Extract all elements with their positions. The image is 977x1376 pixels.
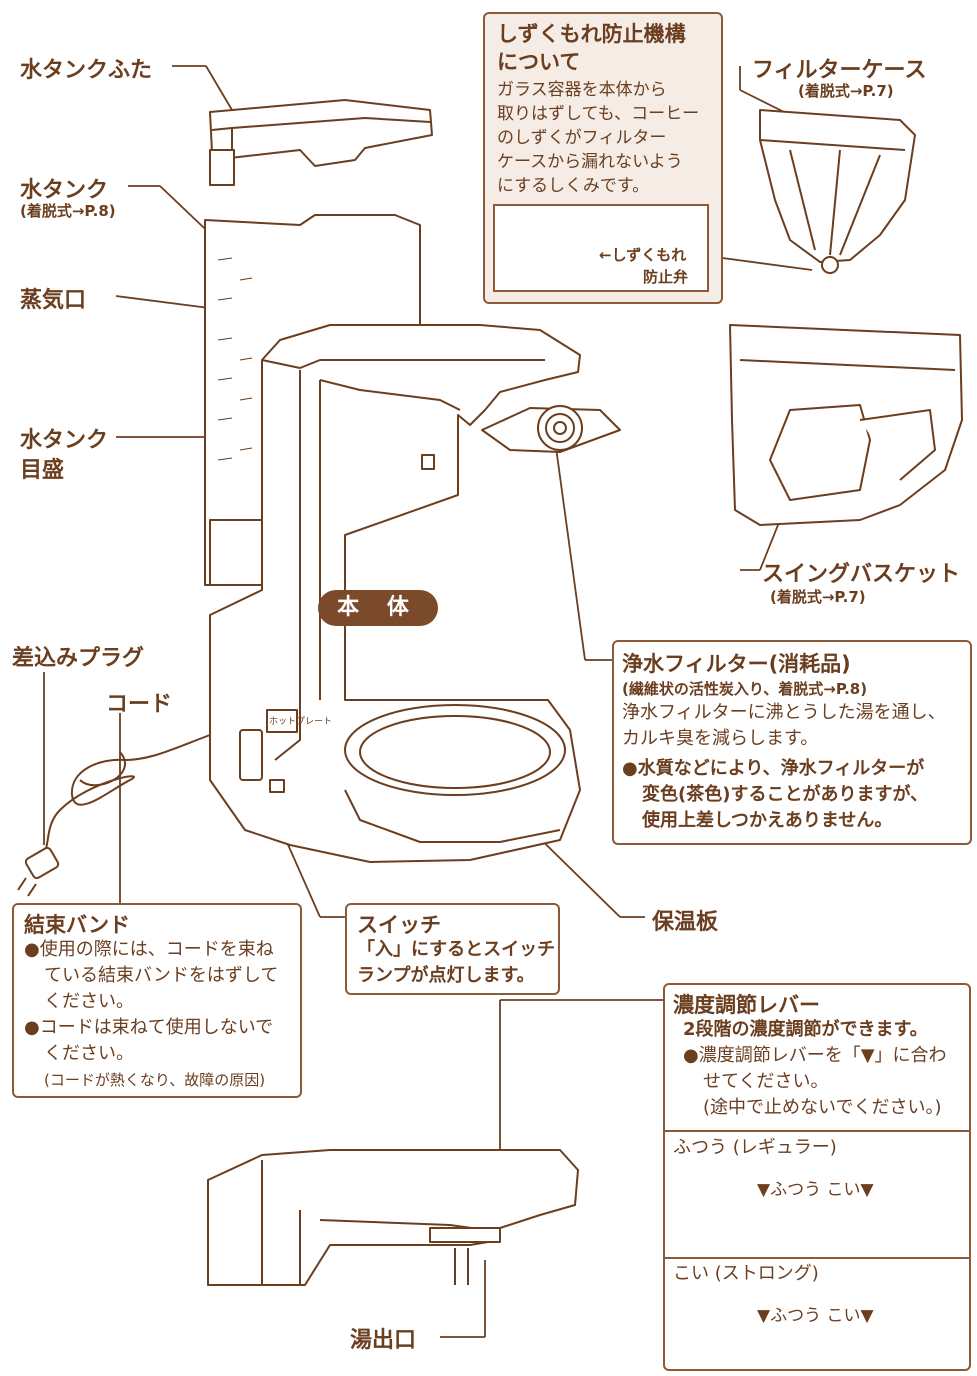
drip-box-title-1: しずくもれ防止機構: [497, 22, 686, 46]
switch-box: スイッチ 「入」にするとスイッチ ランプが点灯します。: [345, 903, 560, 995]
filter-box-sub: (繊維状の活性炭入り、着脱式→P.8): [622, 680, 868, 698]
lever-box-sub: 2段階の濃度調節ができます。: [683, 1019, 928, 1040]
spout-closeup-drawing: [207, 1149, 579, 1286]
water-tank-sub-label: (着脱式→P.8): [20, 202, 116, 220]
swing-basket-label: スイングバスケット: [762, 562, 961, 587]
drip-valve-label-1: ←しずくもれ: [599, 246, 687, 264]
swing-basket-sub-label: (着脱式→P.7): [770, 588, 866, 606]
lever-regular-title: ふつう (レギュラー): [673, 1137, 837, 1158]
panel-text: ホットプレート: [269, 717, 333, 727]
switch-box-text: 「入」にするとスイッチ ランプが点灯します。: [357, 939, 556, 986]
warming-plate-label: 保温板: [652, 910, 719, 935]
lever-box-title: 濃度調節レバー: [673, 993, 820, 1017]
water-tank-scale-label-2: 目盛: [20, 458, 65, 483]
water-tank-lid-label: 水タンクふた: [20, 58, 153, 83]
drip-box-title-2: について: [497, 50, 581, 74]
drip-prevention-box: しずくもれ防止機構 について ガラス容器を本体から 取りはずしても、コーヒー の…: [483, 12, 723, 304]
binding-band-box: 結束バンド ●使用の際には、コードを束ね ている結束バンドをはずして ください。…: [12, 903, 302, 1098]
filter-case-label: フィルターケース: [752, 58, 927, 83]
steam-port-label: 蒸気口: [20, 288, 87, 313]
band-box-bullet-2: ●コードは束ねて使用しないで ください。: [24, 1017, 274, 1064]
switch-box-title: スイッチ: [357, 913, 441, 937]
band-box-note: (コードが熱くなり、故障の原因): [44, 1071, 266, 1089]
lever-strong-title: こい (ストロング): [673, 1263, 819, 1284]
band-box-title: 結束バンド: [24, 913, 131, 937]
cord-label: コード: [106, 692, 173, 717]
water-tank-lid-drawing: [209, 99, 433, 186]
drip-valve-label-2: 防止弁: [643, 268, 689, 286]
lever-regular-dial-text: ▼ふつう こい▼: [757, 1180, 874, 1200]
filter-box-text: 浄水フィルターに沸とうした湯を通し、 カルキ臭を減らします。: [622, 702, 946, 749]
filter-case-sub-label: (着脱式→P.7): [798, 82, 894, 100]
tank-scale-marks: [217, 257, 253, 461]
filter-box-note: ●水質などにより、浄水フィルターが 変色(茶色)することがありますが、 使用上差…: [622, 758, 929, 831]
main-body-badge: 本 体: [318, 590, 438, 626]
drip-valve-inset: ←しずくもれ 防止弁: [493, 204, 709, 292]
water-tank-scale-label-1: 水タンク: [20, 428, 109, 453]
cord-drawing: [17, 734, 211, 897]
swing-basket-drawing: [729, 324, 963, 526]
filter-box-title: 浄水フィルター(消耗品): [622, 652, 851, 676]
filter-case-drawing: [759, 109, 916, 274]
lever-strong-dial-text: ▼ふつう こい▼: [757, 1306, 874, 1326]
main-body-drawing: [209, 324, 581, 863]
water-tank-label: 水タンク: [20, 178, 109, 203]
water-filter-drawing: [481, 405, 621, 453]
strength-lever-box: 濃度調節レバー 2段階の濃度調節ができます。 ●濃度調節レバーを「▼」に合わ せ…: [663, 983, 971, 1371]
plug-label: 差込みプラグ: [12, 646, 145, 671]
band-box-bullet-1: ●使用の際には、コードを束ね ている結束バンドをはずして ください。: [24, 939, 279, 1012]
water-filter-box: 浄水フィルター(消耗品) (繊維状の活性炭入り、着脱式→P.8) 浄水フィルター…: [612, 640, 972, 845]
spout-label: 湯出口: [350, 1328, 417, 1353]
lever-box-text: ●濃度調節レバーを「▼」に合わ せてください。 (途中で止めないでください。): [683, 1045, 947, 1118]
lever-divider-2: [665, 1257, 969, 1259]
lever-divider-1: [665, 1130, 969, 1132]
drip-box-text: ガラス容器を本体から 取りはずしても、コーヒー のしずくがフィルター ケースから…: [497, 80, 700, 196]
